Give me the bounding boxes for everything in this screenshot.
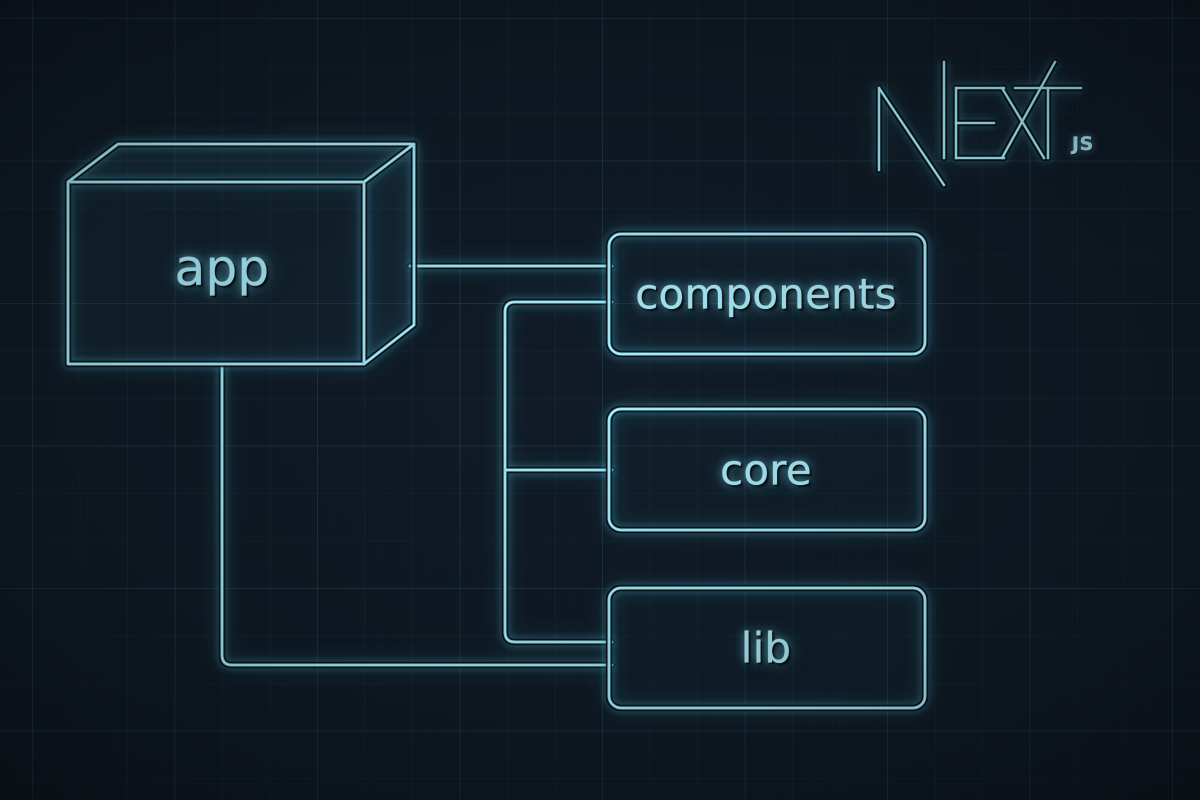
node-app-cube[interactable] bbox=[64, 140, 418, 368]
edge-app-to-lib-core bbox=[221, 363, 613, 666]
node-lib-box[interactable] bbox=[605, 584, 929, 712]
connector-group bbox=[218, 262, 616, 669]
edge-trunk-core bbox=[504, 301, 613, 643]
nextjs-logo-js-suffix: JS bbox=[1072, 133, 1094, 155]
edge-app-to-lib bbox=[220, 362, 614, 667]
node-components-box[interactable] bbox=[605, 230, 929, 358]
node-core-box[interactable] bbox=[605, 405, 929, 534]
nextjs-logo-wordmark bbox=[875, 58, 1085, 189]
